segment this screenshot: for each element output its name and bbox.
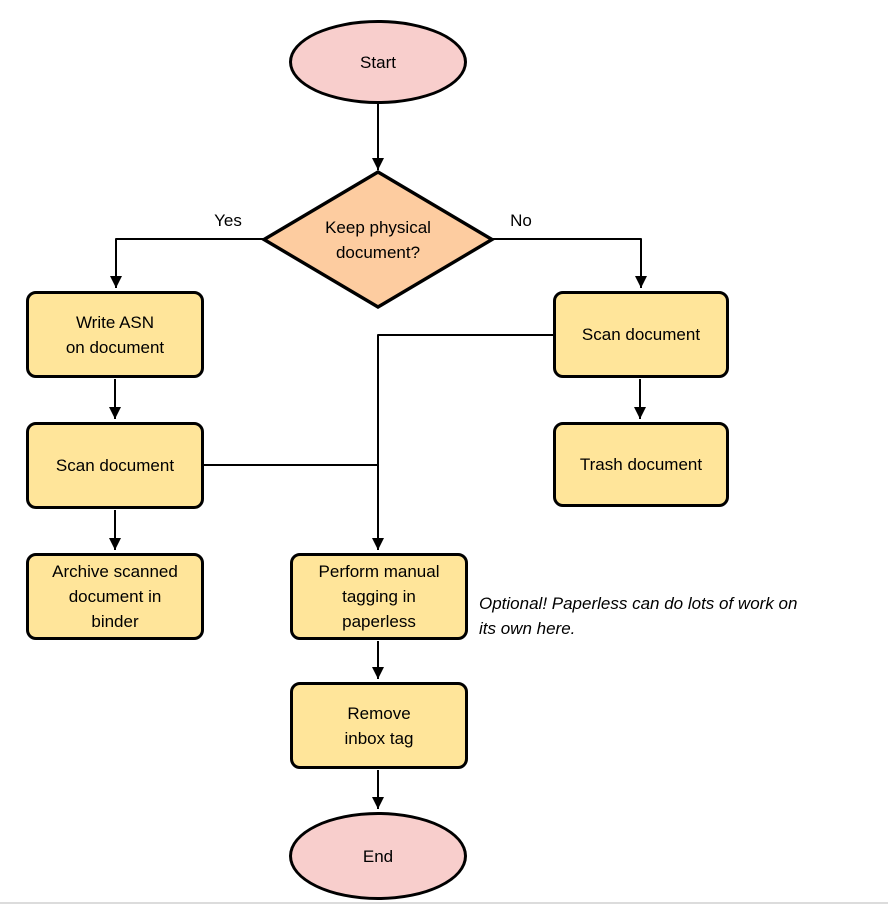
archive-node: Archive scanned document in binder <box>26 553 204 640</box>
write-asn-label: Write ASN on document <box>65 312 165 357</box>
write-asn-node: Write ASN on document <box>26 291 204 378</box>
decision-diamond-shape <box>260 170 496 309</box>
scan-document-left-node: Scan document <box>26 422 204 509</box>
edge-scan-right-to-tagging <box>372 334 553 550</box>
yes-label: Yes <box>214 211 242 230</box>
remove-inbox-label: Remove inbox tag <box>344 703 414 748</box>
end-node: End <box>289 812 467 900</box>
scan-document-right-label: Scan document <box>581 325 701 344</box>
tagging-label: Perform manual tagging in paperless <box>318 562 440 631</box>
optional-note: Optional! Paperless can do lots of work … <box>479 594 798 638</box>
trash-node: Trash document <box>553 422 729 507</box>
no-label: No <box>510 211 532 230</box>
end-label: End <box>362 846 394 866</box>
edge-decision-to-write-asn <box>110 238 264 288</box>
tagging-node: Perform manual tagging in paperless <box>290 553 468 640</box>
decision-label: Keep physical document? <box>325 218 431 262</box>
start-node: Start <box>289 20 467 104</box>
decision-node: Keep physical document? <box>278 199 478 281</box>
remove-inbox-node: Remove inbox tag <box>290 682 468 769</box>
archive-label: Archive scanned document in binder <box>52 562 178 631</box>
edge-decision-to-scan-right <box>492 238 647 288</box>
bottom-divider <box>0 902 888 904</box>
scan-document-right-node: Scan document <box>553 291 729 378</box>
scan-document-left-label: Scan document <box>55 456 175 475</box>
trash-label: Trash document <box>579 455 703 474</box>
start-label: Start <box>360 52 396 72</box>
